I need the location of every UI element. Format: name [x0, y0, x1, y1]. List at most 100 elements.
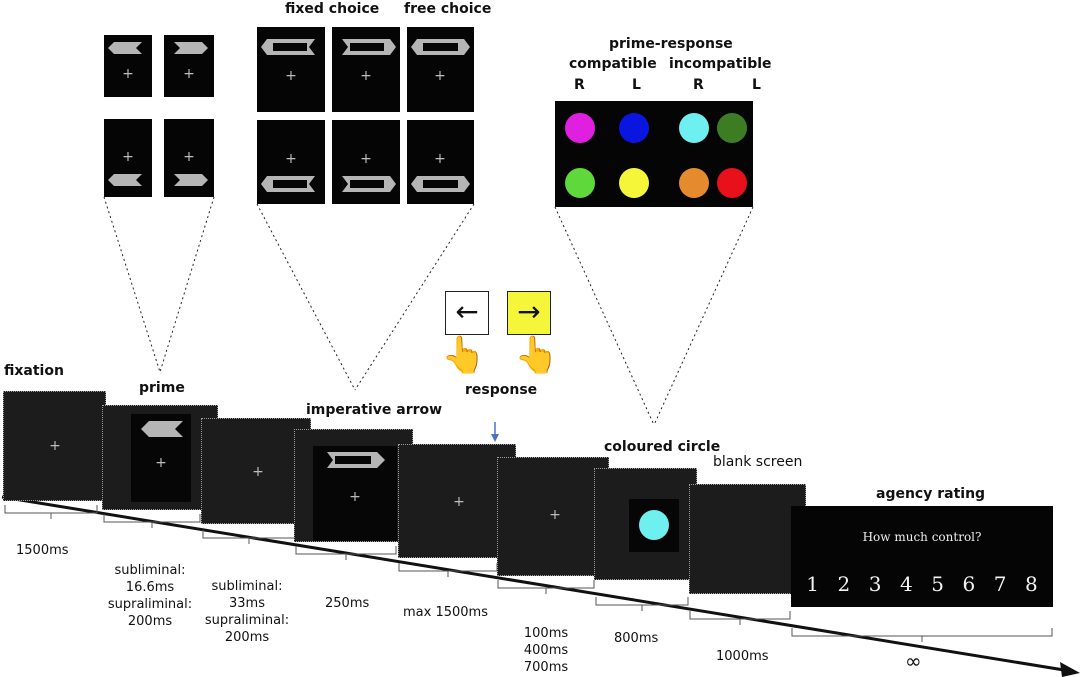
fixation-cross: +	[49, 438, 61, 454]
fixation-label: fixation	[4, 363, 64, 379]
column-label-4: L	[752, 77, 761, 93]
imperative-arrow-shape	[327, 452, 385, 468]
time-arrowhead	[1060, 662, 1080, 677]
prime-example-left-bottom: +	[104, 119, 152, 197]
rating-option: 1	[806, 572, 819, 596]
rating-option: 7	[993, 572, 1007, 596]
compatible-label: compatible	[569, 56, 657, 72]
fixation-cross: +	[549, 507, 561, 523]
prime-example-right-top: +	[164, 35, 214, 97]
duration-delay: 100ms 400ms 700ms	[518, 625, 574, 676]
fixed-choice-left-bottom: +	[257, 120, 325, 204]
duration-agency: ∞	[905, 649, 922, 673]
prime-arrow-shape	[141, 421, 183, 437]
coloured-circle-label: coloured circle	[604, 439, 721, 455]
fixation-cross: +	[360, 68, 372, 84]
duration-circle: 800ms	[614, 631, 659, 646]
duration-line: supraliminal:	[204, 613, 290, 628]
rating-option: 8	[1025, 572, 1038, 596]
duration-line: 200ms	[127, 614, 173, 629]
delay-screen: +	[497, 457, 609, 576]
duration-blank-screen: 1000ms	[716, 649, 769, 664]
rating-option: 6	[962, 572, 976, 596]
agency-rating-screen: How much control? 1 2 3 4 5 6 7 8	[791, 506, 1053, 607]
response-label: response	[465, 382, 538, 398]
duration-line: 400ms	[523, 643, 569, 658]
prime-example-left-top: +	[104, 35, 152, 97]
fixation-cross: +	[360, 151, 372, 167]
coloured-circle-screen	[594, 468, 697, 580]
time-arrow-line	[1, 495, 1065, 672]
fixed-choice-label: fixed choice	[285, 1, 380, 17]
duration-line: supraliminal:	[107, 597, 193, 612]
fixation-cross: +	[453, 494, 465, 510]
duration-line: 100ms	[523, 626, 569, 641]
imperative-arrow-label: imperative arrow	[306, 402, 443, 418]
free-choice-label: free choice	[404, 1, 492, 17]
duration-line: subliminal:	[211, 579, 283, 594]
fixation-cross: +	[122, 149, 134, 165]
response-screen: +	[398, 444, 516, 558]
duration-line: 16.6ms	[125, 580, 175, 595]
fixed-choice-right-top: +	[332, 27, 400, 112]
rating-option: 2	[837, 572, 851, 596]
incompatible-label: incompatible	[669, 56, 772, 72]
right-arrow-icon: →	[517, 295, 541, 328]
left-arrow-icon: ←	[455, 295, 479, 328]
blank-fixation-screen: +	[201, 418, 311, 524]
fixation-cross: +	[285, 151, 297, 167]
left-hand-icon: 👆	[441, 335, 486, 376]
left-response-key: ←	[445, 291, 489, 335]
prime-example-right-bottom: +	[164, 119, 214, 197]
colour-dot	[565, 113, 595, 143]
fixation-cross: +	[122, 66, 134, 82]
duration-blank: subliminal: 33ms supraliminal: 200ms	[199, 578, 295, 646]
colour-dot	[619, 113, 649, 143]
colour-dot	[717, 168, 747, 198]
prime-label: prime	[139, 380, 185, 396]
prime-response-title: prime-response	[609, 36, 733, 52]
colour-mapping-panel	[555, 101, 753, 207]
rating-option: 5	[931, 572, 944, 596]
duration-line: 200ms	[224, 630, 270, 645]
duration-response: max 1500ms	[403, 605, 488, 620]
fixation-cross: +	[183, 66, 195, 82]
agency-rating-label: agency rating	[876, 486, 986, 502]
blank-screen	[689, 484, 806, 594]
colour-dot	[679, 113, 709, 143]
fixation-cross: +	[349, 489, 361, 505]
duration-line: 33ms	[229, 596, 265, 611]
column-label-3: R	[693, 77, 704, 93]
duration-prime: subliminal: 16.6ms supraliminal: 200ms	[104, 562, 196, 630]
duration-fixation: 1500ms	[16, 543, 69, 558]
colour-dot	[565, 168, 595, 198]
rating-option: 4	[900, 572, 913, 596]
blank-screen-label: blank screen	[713, 454, 803, 470]
rating-option: 3	[868, 572, 882, 596]
fixation-cross: +	[434, 68, 446, 84]
duration-imperative: 250ms	[325, 596, 370, 611]
duration-line: 700ms	[523, 660, 569, 675]
colour-dot	[619, 168, 649, 198]
duration-line: subliminal:	[114, 563, 186, 578]
fixation-cross: +	[183, 149, 195, 165]
column-label-2: L	[632, 77, 641, 93]
free-choice-bottom: +	[407, 120, 474, 204]
imperative-arrow-screen: +	[294, 429, 413, 542]
fixation-cross: +	[434, 151, 446, 167]
right-response-key: →	[507, 291, 551, 335]
fixation-cross: +	[285, 68, 297, 84]
fixation-cross: +	[252, 464, 264, 480]
column-label-1: R	[574, 77, 585, 93]
colour-dot	[679, 168, 709, 198]
fixed-choice-left-top: +	[257, 27, 325, 112]
free-choice-top: +	[407, 27, 474, 112]
rating-scale: 1 2 3 4 5 6 7 8	[791, 572, 1053, 596]
colour-dot	[717, 113, 747, 143]
fixation-screen: +	[3, 391, 106, 501]
right-hand-icon: 👆	[514, 335, 559, 376]
target-circle	[639, 510, 669, 540]
fixed-choice-right-bottom: +	[332, 120, 400, 204]
fixation-cross: +	[155, 455, 167, 471]
rating-question: How much control?	[862, 530, 982, 544]
